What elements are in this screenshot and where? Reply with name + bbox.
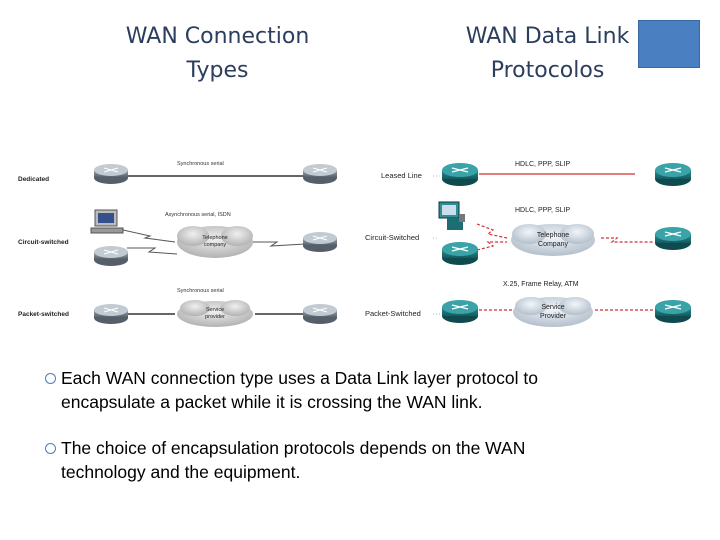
router-icon [655,300,691,323]
cloud-label-line-2: Company [538,241,568,248]
router-icon [303,304,337,324]
row-label-leased-line: Leased Line [381,171,422,180]
bullet-2-line-2: technology and the equipment. [61,462,301,482]
cloud-telephone-company: Telephone Company [511,224,595,256]
bullet-1-line-2: encapsulate a packet while it is crossin… [61,392,483,412]
router-icon [655,163,691,186]
router-icon [303,232,337,252]
cloud-label-line-2: Provider [540,313,567,320]
router-icon [303,164,337,184]
row-label-dedicated: Dedicated [18,176,49,183]
label-asynchronous-serial-isdn: Asynchronous serial, ISDN [165,212,231,218]
title-left-line-1: WAN Connection [125,24,310,49]
row-label-circuit-switched: Circuit-Switched [365,233,419,242]
bullet-list: Each WAN connection type uses a Data Lin… [45,366,665,506]
protocol-label-leased-line: HDLC, PPP, SLIP [515,161,570,168]
router-icon [655,227,691,250]
bullet-2-line-1: The choice of encapsulation protocols de… [61,438,526,458]
bullet-item: The choice of encapsulation protocols de… [45,436,665,484]
row-label-packet-switched: Packet-Switched [365,309,421,318]
wan-connection-types-diagram: Dedicated Circuit-switched Packet-switch… [15,148,337,328]
bullet-1-line-1: Each WAN connection type uses a Data Lin… [61,368,538,388]
wan-data-link-protocols-diagram: Leased Line Circuit-Switched Packet-Swit… [355,150,697,330]
title-wan-connection-types: WAN Connection Types [95,20,340,88]
title-left-line-2: Types [186,58,249,83]
cloud-label-line-2: company [204,242,227,248]
title-wan-data-link-protocols: WAN Data Link Protocolos [440,20,655,88]
cloud-telephone-company: Telephone company [177,226,253,258]
router-icon [442,163,478,186]
accent-square [638,20,700,68]
computer-icon [438,201,465,230]
router-icon [94,246,128,266]
row-label-circuit-switched: Circuit-switched [18,239,69,246]
title-right-line-1: WAN Data Link [465,24,630,49]
title-right-line-2: Protocolos [490,58,605,83]
router-icon [442,242,478,265]
cloud-service-provider: Service provider [177,300,253,327]
label-synchronous-serial-dedicated: Synchronous serial [177,161,224,167]
cloud-label-line-1: Service [206,307,224,313]
router-icon [442,300,478,323]
cloud-label-line-1: Service [541,304,564,311]
cloud-label-line-1: Telephone [202,235,227,241]
router-icon [94,304,128,324]
circle-bullet-icon [45,373,56,384]
label-synchronous-serial-packet: Synchronous serial [177,288,224,294]
row-label-packet-switched: Packet-switched [18,311,69,318]
protocol-label-circuit-switched: HDLC, PPP, SLIP [515,207,570,214]
circle-bullet-icon [45,443,56,454]
cloud-label-line-2: provider [205,314,225,320]
computer-icon [90,209,124,234]
cloud-service-provider: Service Provider [513,297,593,327]
bullet-item: Each WAN connection type uses a Data Lin… [45,366,665,414]
router-icon [94,164,128,184]
cloud-label-line-1: Telephone [537,232,569,239]
protocol-label-packet-switched: X.25, Frame Relay, ATM [503,281,579,288]
